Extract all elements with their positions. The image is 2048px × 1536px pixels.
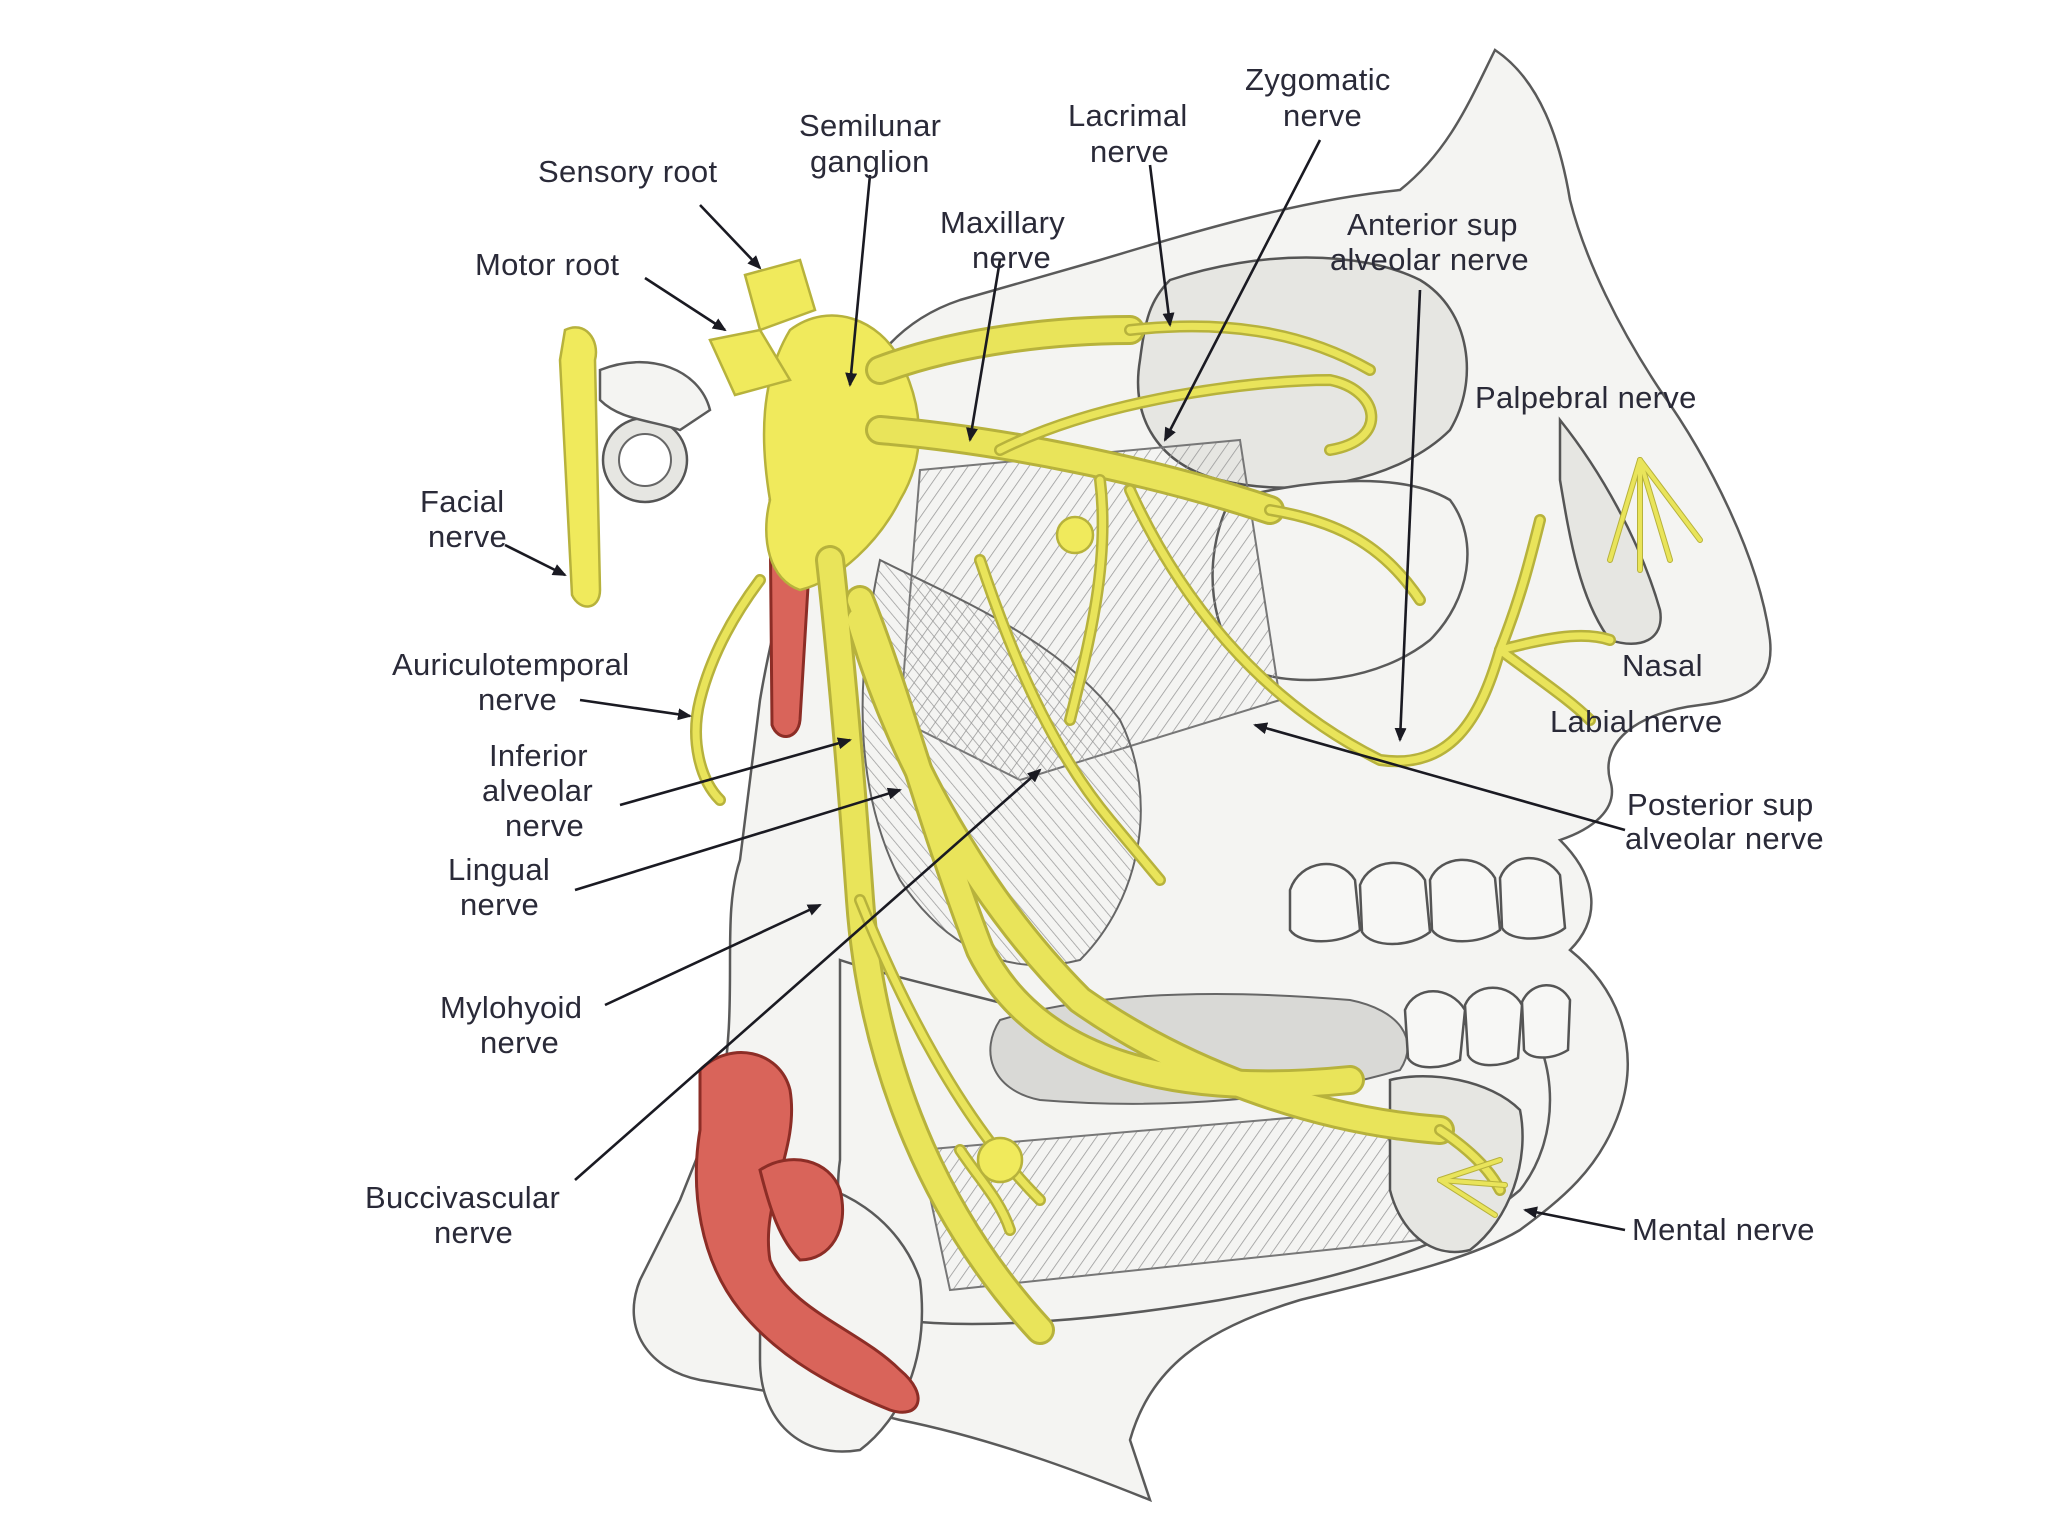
labels: Sensory root Semilunar ganglion Maxillar… [365,62,1824,1250]
label-labial-nerve: Labial nerve [1550,704,1723,739]
label-inferior-alveolar-1: Inferior [489,738,588,773]
label-posterior-sup-alveolar-1: Posterior sup [1627,787,1814,822]
upper-teeth [1288,856,1567,946]
label-auriculotemporal-1: Auriculotemporal [392,647,629,682]
label-auriculotemporal-2: nerve [478,682,557,717]
condyle [598,361,712,432]
label-sensory-root: Sensory root [538,154,717,189]
label-lingual-nerve-1: Lingual [448,852,550,887]
trigeminal-nerves [558,258,1703,1345]
label-mylohyoid-nerve-2: nerve [480,1025,559,1060]
label-lacrimal-nerve-1: Lacrimal [1068,98,1188,133]
label-lacrimal-nerve-2: nerve [1090,134,1169,169]
label-mental-nerve: Mental nerve [1632,1212,1815,1247]
sensory-root-shape [743,258,817,332]
submandibular-ganglion [976,1136,1024,1184]
otic-ganglion [1055,515,1095,555]
label-nasal: Nasal [1622,648,1703,683]
label-inferior-alveolar-2: alveolar [482,773,593,808]
label-inferior-alveolar-3: nerve [505,808,584,843]
label-palpebral-nerve: Palpebral nerve [1475,380,1697,415]
nasal-cavity [1558,416,1662,645]
label-maxillary-nerve-2: nerve [972,240,1051,275]
label-anterior-sup-alveolar-1: Anterior sup [1347,207,1518,242]
label-facial-nerve-1: Facial [420,484,505,519]
facial-nerve-shape [558,326,602,608]
arteries [694,494,920,1414]
label-mylohyoid-nerve-1: Mylohyoid [440,990,582,1025]
orbit [1136,256,1469,489]
label-buccivascular-nerve-1: Buccivascular [365,1180,560,1215]
label-buccivascular-nerve-2: nerve [434,1215,513,1250]
label-maxillary-nerve-1: Maxillary [940,205,1065,240]
external-carotid-artery [694,1051,920,1414]
label-zygomatic-nerve-2: nerve [1283,98,1362,133]
label-anterior-sup-alveolar-2: alveolar nerve [1330,242,1529,277]
label-lingual-nerve-2: nerve [460,887,539,922]
motor-root-shape [708,328,792,397]
label-zygomatic-nerve-1: Zygomatic [1245,62,1391,97]
label-semilunar-ganglion-2: ganglion [810,144,930,179]
label-motor-root: Motor root [475,247,619,282]
label-facial-nerve-2: nerve [428,519,507,554]
lower-teeth [1403,984,1572,1069]
label-posterior-sup-alveolar-2: alveolar nerve [1625,821,1824,856]
leader-lines [504,139,1626,1232]
label-semilunar-ganglion-1: Semilunar [799,108,941,143]
